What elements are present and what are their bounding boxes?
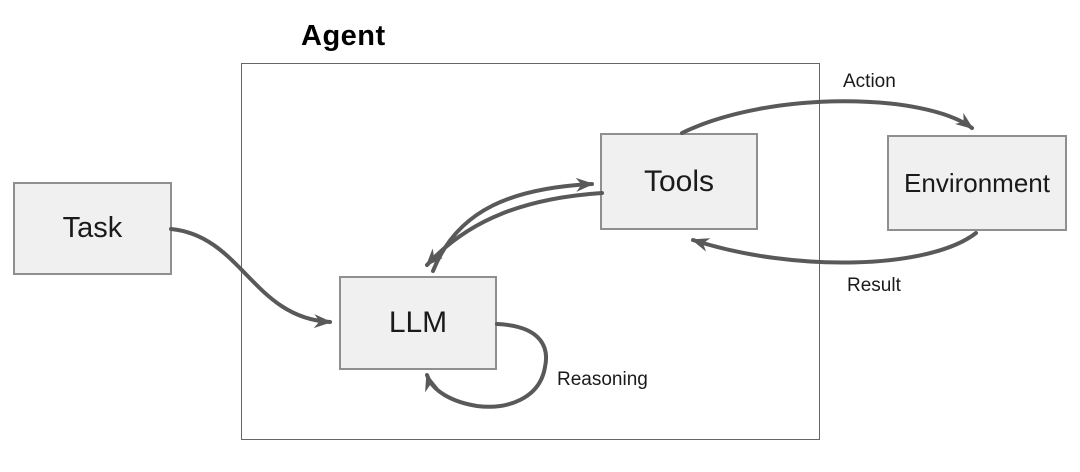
- node-tools: Tools: [600, 133, 758, 230]
- node-llm: LLM: [339, 276, 497, 370]
- edge-label-reasoning: Reasoning: [557, 369, 648, 390]
- node-task-label: Task: [62, 212, 123, 244]
- edge-label-action: Action: [843, 71, 896, 92]
- node-tools-label: Tools: [643, 164, 715, 198]
- node-task: Task: [13, 182, 172, 275]
- node-environment-label: Environment: [904, 167, 1050, 198]
- node-llm-label: LLM: [388, 306, 448, 339]
- node-environment: Environment: [887, 135, 1067, 231]
- edge-label-result: Result: [847, 275, 901, 296]
- agent-container-box: [241, 63, 820, 440]
- agent-title: Agent: [301, 20, 386, 52]
